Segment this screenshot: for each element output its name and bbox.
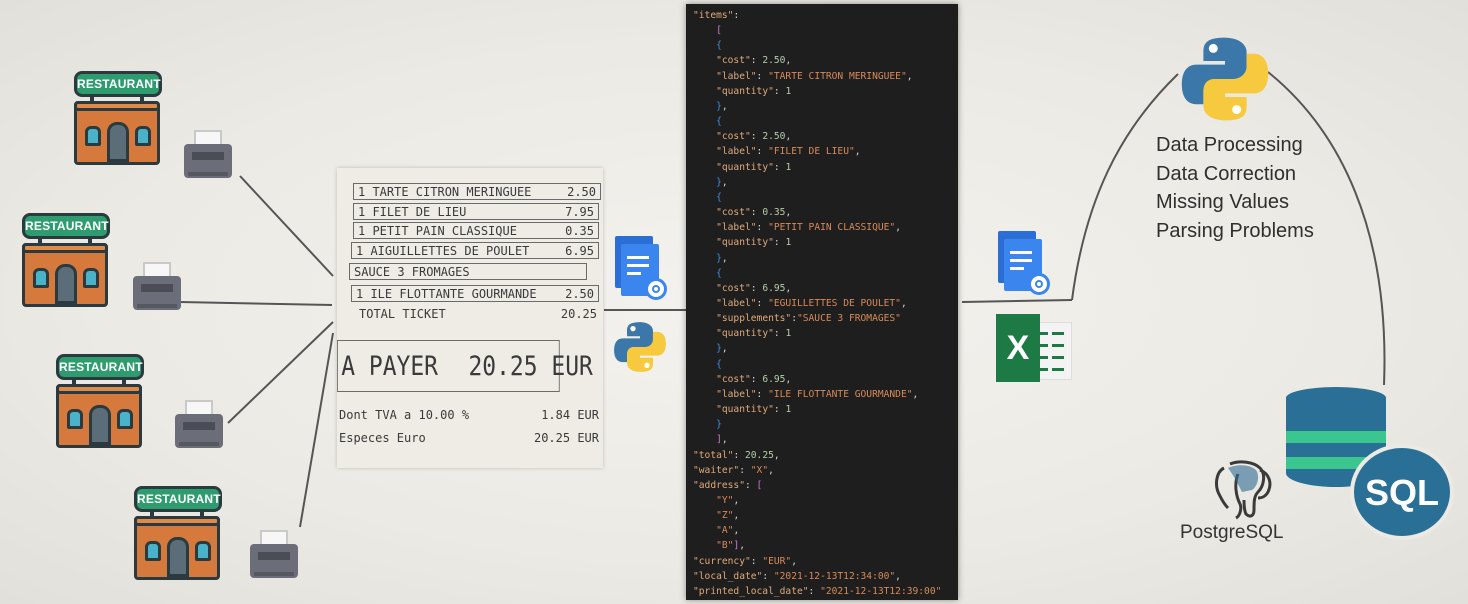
restaurant-sign: RESTAURANT xyxy=(74,71,162,97)
processing-step: Data Processing xyxy=(1156,134,1303,156)
processing-step: Parsing Problems xyxy=(1156,219,1314,242)
postgresql-elephant-icon xyxy=(1215,460,1272,520)
processing-steps: Data Processing Data Correction Missing … xyxy=(1156,131,1314,245)
receipt-cash-amount: 20.25 EUR xyxy=(533,431,599,445)
sql-badge: SQL xyxy=(1350,444,1454,540)
restaurant-icon: RESTAURANT xyxy=(22,213,112,311)
receipt-printer-icon xyxy=(133,262,181,310)
excel-letter: X xyxy=(996,314,1040,382)
receipt-cash-label: Especes Euro xyxy=(339,431,426,445)
python-logo-icon xyxy=(1181,37,1269,121)
processing-step: Data Correction xyxy=(1156,162,1297,185)
processing-step: Missing Values xyxy=(1156,191,1290,213)
receipt-tva-label: Dont TVA a 10.00 % xyxy=(339,408,470,422)
restaurant-sign: RESTAURANT xyxy=(22,213,110,239)
document-settings-icon xyxy=(615,236,667,300)
receipt-printer-icon xyxy=(175,400,223,448)
restaurant-sign: RESTAURANT xyxy=(134,486,222,512)
receipt-line: SAUCE 3 FROMAGES xyxy=(349,263,587,280)
restaurant-icon: RESTAURANT xyxy=(134,486,224,584)
json-code-panel: "items": [ { "cost": 2.50, "label": "TAR… xyxy=(686,4,958,600)
restaurant-icon: RESTAURANT xyxy=(56,354,146,452)
excel-icon: X xyxy=(996,314,1072,382)
postgresql-label: PostgreSQL xyxy=(1180,522,1284,543)
restaurant-icon: RESTAURANT xyxy=(74,71,164,169)
json-code: "items": [ { "cost": 2.50, "label": "TAR… xyxy=(693,10,942,597)
database-icon xyxy=(1286,387,1386,497)
receipt-printer-icon xyxy=(250,530,298,578)
restaurant-sign: RESTAURANT xyxy=(56,354,144,380)
python-logo-icon xyxy=(614,322,666,372)
receipt-printer-icon xyxy=(184,130,232,178)
document-settings-icon xyxy=(998,231,1050,295)
receipt-tva-amount: 1.84 EUR xyxy=(541,408,599,422)
